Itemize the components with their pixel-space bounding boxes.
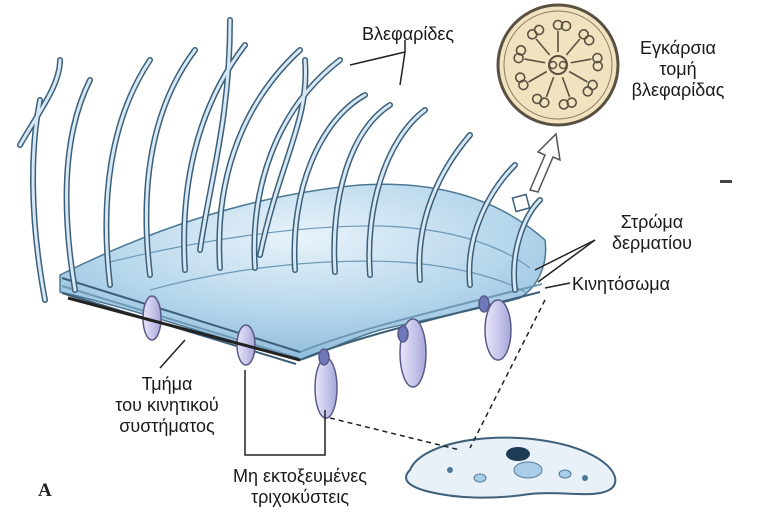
- label-kinetic-system: Τμήμα του κινητικού συστήματος: [92, 374, 242, 437]
- label-cross-section-line3: βλεφαρίδας: [610, 80, 746, 101]
- paramecium-cell: [406, 438, 615, 498]
- kinetosome-body: [319, 349, 329, 365]
- label-cilia: Βλεφαρίδες: [362, 24, 502, 45]
- panel-label: A: [38, 480, 52, 502]
- kinetosome-body: [479, 296, 489, 312]
- pellicle-surface: [60, 184, 546, 364]
- kinetosome-body: [398, 326, 408, 342]
- label-pellicle: Στρώμα δερματίου: [596, 212, 708, 254]
- label-kinetic-system-line1: Τμήμα: [92, 374, 242, 395]
- label-kinetic-system-line3: συστήματος: [92, 416, 242, 437]
- trichocyst: [315, 358, 337, 418]
- label-cross-section-line1: Εγκάρσια: [610, 38, 746, 59]
- scan-mark: [720, 180, 732, 183]
- label-pellicle-line1: Στρώμα: [596, 212, 708, 233]
- label-cross-section: Εγκάρσια τομή βλεφαρίδας: [610, 38, 746, 101]
- label-trichocysts: Μη εκτοξευμένες τριχοκύστεις: [200, 466, 400, 508]
- arrow-icon: [530, 134, 560, 192]
- trichocyst: [485, 300, 511, 360]
- cilium-cross-section: [498, 5, 618, 125]
- label-cross-section-line2: τομή: [610, 59, 746, 80]
- label-trichocysts-line2: τριχοκύστεις: [200, 487, 400, 508]
- label-trichocysts-line1: Μη εκτοξευμένες: [200, 466, 400, 487]
- label-kinetic-system-line2: του κινητικού: [92, 395, 242, 416]
- label-pellicle-line2: δερματίου: [596, 233, 708, 254]
- label-kinetosome: Κινητόσωμα: [572, 274, 722, 295]
